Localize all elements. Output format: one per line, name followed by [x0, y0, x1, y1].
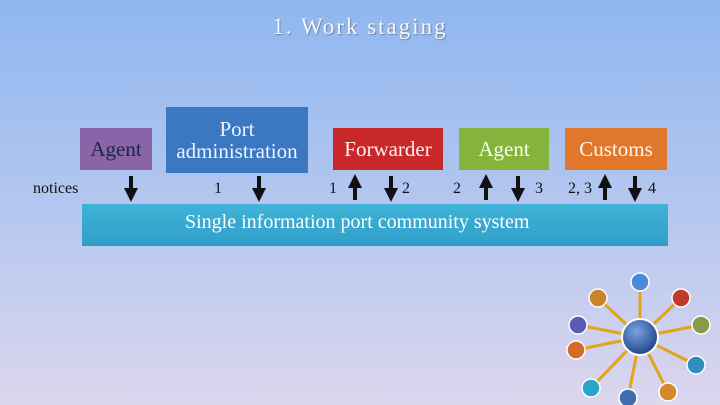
forwarder-box: Forwarder — [333, 128, 443, 170]
arrow-forwarder-up — [348, 174, 362, 200]
arrow-agent2-down — [511, 176, 525, 202]
forwarder-step-left-label: 1 — [329, 180, 337, 198]
arrow-port-down — [252, 176, 266, 202]
forwarder-step-right-label: 2 — [402, 180, 410, 198]
port-administration-box: Port administration — [166, 107, 308, 173]
arrow-customs-down — [628, 176, 642, 202]
port-step-label: 1 — [214, 180, 222, 198]
customs-box: Customs — [565, 128, 667, 170]
agent-step-left-label: 2 — [453, 180, 461, 198]
notices-label: notices — [33, 180, 78, 198]
arrow-customs-up — [598, 174, 612, 200]
agent-box-left: Agent — [80, 128, 152, 170]
arrow-agent-down — [124, 176, 138, 202]
customs-step-left-label: 2, 3 — [568, 180, 592, 198]
arrow-agent2-up — [479, 174, 493, 200]
network-hub-icon — [556, 270, 716, 405]
agent-step-right-label: 3 — [535, 180, 543, 198]
community-system-label: Single information port community system — [185, 211, 529, 234]
slide-title: 1. Work staging — [0, 14, 720, 40]
arrow-forwarder-down — [384, 176, 398, 202]
customs-step-right-label: 4 — [648, 180, 656, 198]
agent-box-right: Agent — [459, 128, 549, 170]
